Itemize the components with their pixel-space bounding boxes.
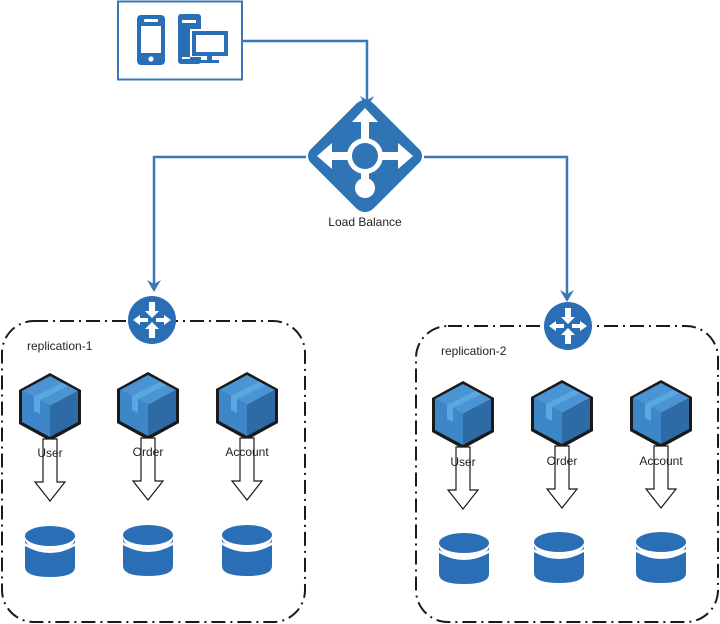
database-icon — [439, 533, 489, 584]
router-icon — [544, 302, 592, 350]
mobile-phone-icon — [137, 15, 165, 65]
service-account: Account — [630, 380, 692, 583]
service-order: Order — [117, 372, 179, 576]
service-user: User — [19, 373, 81, 577]
cluster-replication-2: replication-2 User Order Account — [415, 302, 719, 623]
service-order: Order — [531, 380, 593, 583]
container-cube-icon — [117, 372, 179, 440]
service-label: Order — [133, 445, 164, 459]
router-icon — [128, 296, 176, 344]
database-icon — [636, 532, 686, 583]
service-label: User — [450, 455, 475, 469]
container-cube-icon — [216, 372, 278, 440]
load-balancer-label: Load Balance — [328, 215, 402, 229]
desktop-computer-icon — [178, 14, 228, 64]
container-cube-icon — [19, 373, 81, 441]
client-box — [117, 0, 243, 81]
service-account: Account — [216, 372, 278, 576]
container-cube-icon — [432, 381, 494, 449]
service-label: User — [37, 446, 62, 460]
service-label: Account — [639, 454, 683, 468]
database-icon — [123, 525, 173, 576]
service-label: Account — [225, 445, 269, 459]
load-balancer — [308, 100, 422, 212]
connector-client-to-lb — [242, 39, 374, 108]
connector-lb-to-replication-2 — [424, 155, 574, 302]
database-icon — [222, 525, 272, 576]
service-label: Order — [547, 454, 578, 468]
load-balancer-icon — [308, 100, 422, 212]
database-icon — [534, 532, 584, 583]
connector-lb-to-replication-1 — [147, 155, 306, 292]
service-user: User — [432, 381, 494, 584]
container-cube-icon — [630, 380, 692, 448]
container-cube-icon — [531, 380, 593, 448]
cluster-replication-1: replication-1 User Order Account — [1, 296, 306, 623]
cluster-label: replication-1 — [27, 339, 93, 353]
cluster-label: replication-2 — [441, 344, 507, 358]
database-icon — [25, 526, 75, 577]
